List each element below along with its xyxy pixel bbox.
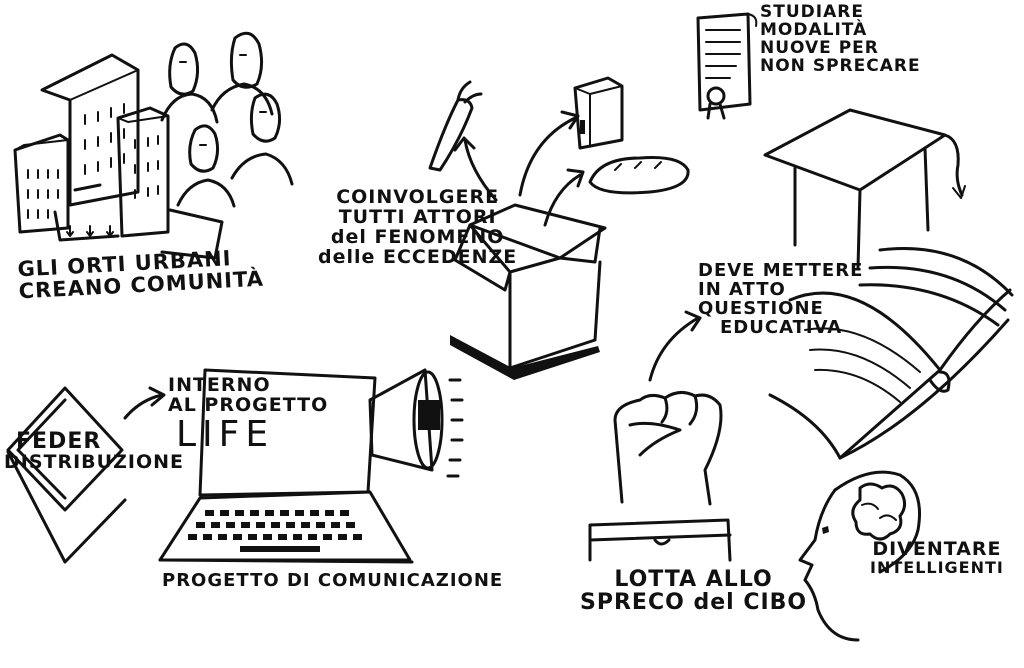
label-diventare: DIVENTARE INTELLIGENTI xyxy=(870,538,1004,577)
carrot-icon xyxy=(428,80,483,172)
bread-icon xyxy=(588,156,690,195)
certificate-icon xyxy=(696,12,758,120)
label-feder: FEDER DISTRIBUZIONE xyxy=(4,430,184,473)
book-icon xyxy=(768,246,1014,460)
label-coinvolgere-line3: del FENOMENO xyxy=(330,225,505,248)
buildings-icon xyxy=(13,53,224,260)
label-coinvolgere-line4: delle ECCEDENZE xyxy=(318,245,518,268)
label-studiare-line1: STUDIARE xyxy=(760,2,864,22)
label-studiare-line4: NON SPRECARE xyxy=(760,55,921,76)
label-diventare-line2: INTELLIGENTI xyxy=(870,557,1004,577)
label-comunicazione: PROGETTO DI COMUNICAZIONE xyxy=(162,570,504,591)
label-lotta-line2: SPRECO del CIBO xyxy=(580,590,808,616)
arrow-icon xyxy=(123,386,166,420)
label-lotta-line1: LOTTA ALLO xyxy=(614,567,773,592)
label-interno-line2: AL PROGETTO xyxy=(168,393,329,416)
label-diventare-line1: DIVENTARE xyxy=(872,538,1002,560)
head-profile-icon xyxy=(798,470,922,642)
fist-icon xyxy=(588,391,732,562)
label-feder-line2: DISTRIBUZIONE xyxy=(4,451,184,474)
label-educativa: DEVE METTERE IN ATTO QUESTIONE EDUCATIVA xyxy=(698,260,864,338)
label-interno: INTERNO AL PROGETTO LIFE xyxy=(168,374,329,455)
label-studiare-line2: MODALITÀ xyxy=(760,19,868,40)
arrow-icon xyxy=(453,110,585,227)
label-studiare-line3: NUOVE PER xyxy=(760,37,879,58)
box-icon xyxy=(450,203,607,380)
label-coinvolgere: COINVOLGERE TUTTI ATTORI del FENOMENO de… xyxy=(318,186,518,268)
laptop-icon xyxy=(158,368,414,564)
label-comunicazione-line1: PROGETTO DI COMUNICAZIONE xyxy=(162,570,504,591)
label-interno-line3: LIFE xyxy=(176,413,275,455)
people-icon xyxy=(160,31,294,208)
label-coinvolgere-line2: TUTTI ATTORI xyxy=(338,205,497,228)
diamond-logo-icon xyxy=(6,386,127,564)
label-coinvolgere-line1: COINVOLGERE xyxy=(336,186,500,208)
label-educativa-line2: IN ATTO xyxy=(698,278,786,300)
label-interno-line1: INTERNO xyxy=(168,374,271,396)
megaphone-icon xyxy=(368,368,464,478)
label-educativa-line1: DEVE METTERE xyxy=(698,260,864,281)
label-lotta: LOTTA ALLO SPRECO del CIBO xyxy=(580,568,807,614)
label-feder-line1: FEDER xyxy=(16,429,102,454)
label-studiare: STUDIARE MODALITÀ NUOVE PER NON SPRECARE xyxy=(760,2,921,76)
label-educativa-line3: QUESTIONE xyxy=(698,297,824,319)
mortarboard-icon xyxy=(763,108,966,270)
fridge-icon xyxy=(573,76,624,150)
label-educativa-line4: EDUCATIVA xyxy=(720,316,843,338)
arrow-icon xyxy=(648,310,702,382)
